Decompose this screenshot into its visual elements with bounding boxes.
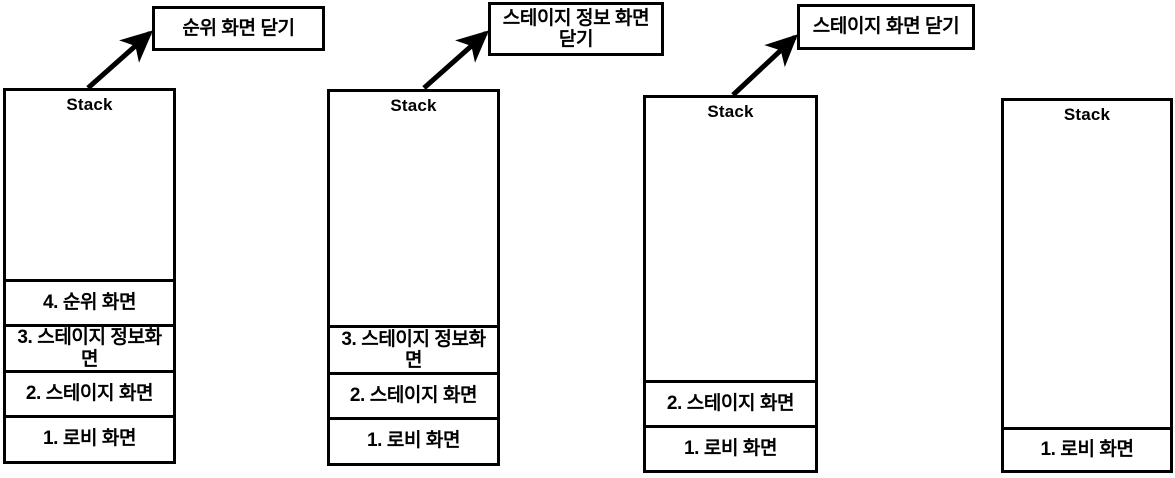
- stack-2-frame-3-label: 3. 스테이지 정보화면: [341, 328, 486, 371]
- stack-2-frame-2-label: 2. 스테이지 화면: [349, 384, 478, 406]
- stack-1-frame-4-label: 4. 순위 화면: [42, 291, 137, 313]
- arrow-stack3-to-callout3: [731, 34, 798, 97]
- stack-4-title: Stack: [1063, 105, 1111, 124]
- stack-3: Stack 2. 스테이지 화면 1. 로비 화면: [643, 95, 818, 473]
- stack-3-title: Stack: [707, 102, 754, 121]
- callout-stage-info-close: 스테이지 정보 화면 닫기: [488, 2, 664, 56]
- stack-2-free-space: [330, 92, 497, 325]
- stack-2: Stack 3. 스테이지 정보화면 2. 스테이지 화면 1. 로비 화면: [327, 89, 500, 466]
- stack-1-free-space: [6, 91, 173, 279]
- stack-1-title: Stack: [66, 95, 113, 114]
- stack-1-frame-3: 3. 스테이지 정보화면: [6, 324, 173, 370]
- callout-stage-close: 스테이지 화면 닫기: [797, 4, 975, 50]
- stack-4-frame-1: 1. 로비 화면: [1004, 427, 1170, 470]
- callout-rank-close-label: 순위 화면 닫기: [182, 17, 295, 39]
- callout-rank-close: 순위 화면 닫기: [152, 6, 325, 51]
- stack-2-frame-2: 2. 스테이지 화면: [330, 372, 497, 417]
- stack-1: Stack 4. 순위 화면 3. 스테이지 정보화면 2. 스테이지 화면 1…: [3, 88, 176, 464]
- callout-stage-close-label: 스테이지 화면 닫기: [812, 16, 960, 38]
- stack-4-free-space: [1004, 101, 1170, 427]
- stack-3-frame-2-label: 2. 스테이지 화면: [666, 392, 795, 414]
- stack-1-frame-4: 4. 순위 화면: [6, 279, 173, 324]
- callout-stage-info-close-label: 스테이지 정보 화면 닫기: [502, 7, 650, 50]
- stack-3-frame-2: 2. 스테이지 화면: [646, 380, 815, 425]
- stack-1-frame-1-label: 1. 로비 화면: [42, 428, 137, 450]
- stack-3-frame-1: 1. 로비 화면: [646, 425, 815, 470]
- arrow-stack2-to-callout2: [422, 30, 489, 90]
- stack-2-frame-1-label: 1. 로비 화면: [366, 430, 461, 452]
- stack-2-frame-3: 3. 스테이지 정보화면: [330, 325, 497, 372]
- stack-2-frame-1: 1. 로비 화면: [330, 417, 497, 463]
- arrow-stack1-to-callout1: [86, 30, 153, 90]
- stack-4: Stack 1. 로비 화면: [1001, 98, 1173, 473]
- stack-1-frame-1: 1. 로비 화면: [6, 415, 173, 461]
- stack-2-title: Stack: [390, 96, 437, 115]
- stack-3-frame-1-label: 1. 로비 화면: [683, 437, 778, 459]
- stack-1-frame-2-label: 2. 스테이지 화면: [25, 382, 154, 404]
- stack-3-free-space: [646, 98, 815, 380]
- stack-1-frame-3-label: 3. 스테이지 정보화면: [17, 327, 162, 370]
- stack-1-frame-2: 2. 스테이지 화면: [6, 370, 173, 415]
- stack-4-frame-1-label: 1. 로비 화면: [1040, 438, 1134, 460]
